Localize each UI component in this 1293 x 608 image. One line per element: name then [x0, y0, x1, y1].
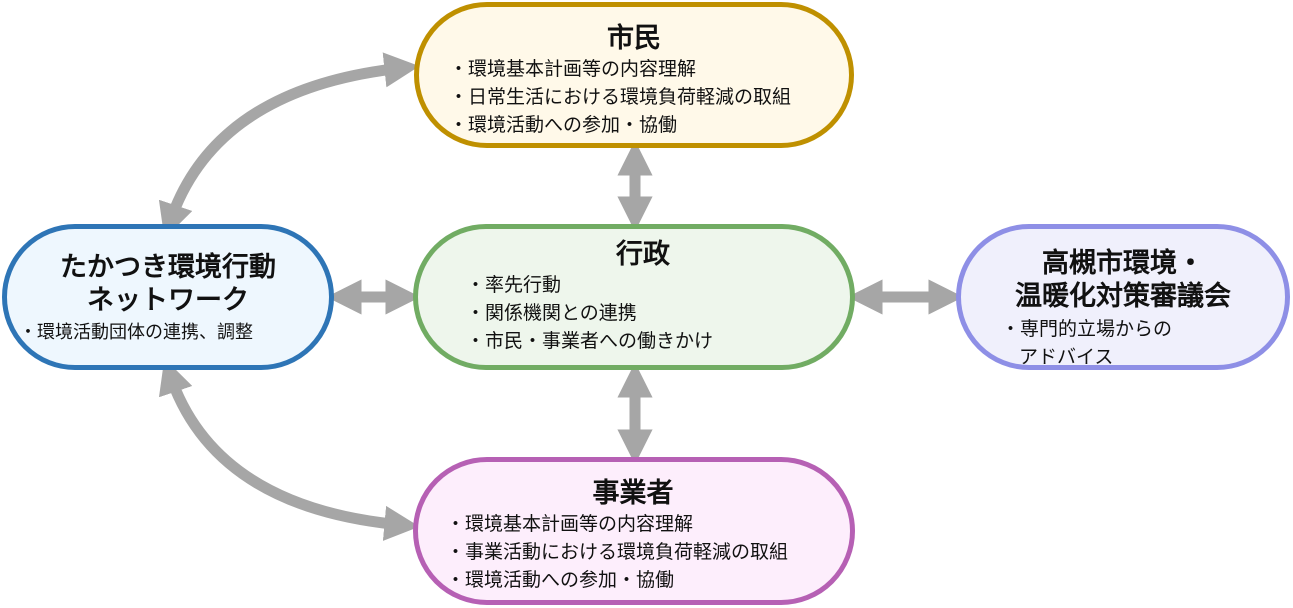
node-item: アドバイス — [1019, 346, 1114, 368]
node-network: たかつき環境行動 ネットワーク ・環境活動団体の連携、調整 — [2, 224, 334, 370]
node-item-list: ・環境基本計画等の内容理解 ・事業活動における環境負荷軽減の取組 ・環境活動への… — [446, 510, 850, 594]
node-item: ・専門的立場からの — [1001, 318, 1173, 340]
node-item: ・環境基本計画等の内容理解 — [449, 58, 697, 80]
node-title: たかつき環境行動 ネットワーク — [60, 252, 276, 316]
node-title: 高槻市環境・ 温暖化対策審議会 — [1015, 248, 1231, 312]
node-title: 事業者 — [592, 478, 674, 509]
node-item-list: ・専門的立場からの アドバイス — [1001, 315, 1285, 371]
node-item: ・率先行動 — [466, 274, 562, 296]
node-jigyosha: 事業者 ・環境基本計画等の内容理解 ・事業活動における環境負荷軽減の取組 ・環境… — [413, 457, 855, 605]
node-item: ・環境基本計画等の内容理解 — [446, 513, 694, 535]
node-title: 市民 — [607, 23, 661, 54]
node-item: ・事業活動における環境負荷軽減の取組 — [446, 541, 789, 563]
node-item: ・関係機関との連携 — [466, 302, 637, 324]
node-item-list: ・率先行動 ・関係機関との連携 ・市民・事業者への働きかけ — [466, 271, 850, 355]
node-item: ・環境活動への参加・協働 — [446, 569, 675, 591]
arrow-network-jigyosha — [158, 358, 420, 541]
node-item: ・日常生活における環境負荷軽減の取組 — [449, 86, 792, 108]
node-item: ・環境活動への参加・協働 — [449, 114, 678, 136]
node-item: ・市民・事業者への働きかけ — [466, 330, 714, 352]
node-gyosei: 行政 ・率先行動 ・関係機関との連携 ・市民・事業者への働きかけ — [413, 224, 855, 370]
node-item-list: ・環境基本計画等の内容理解 ・日常生活における環境負荷軽減の取組 ・環境活動への… — [449, 55, 849, 139]
node-item: ・環境活動団体の連携、調整 — [19, 322, 253, 343]
node-item-list: ・環境活動団体の連携、調整 — [19, 319, 329, 347]
node-shimin: 市民 ・環境基本計画等の内容理解 ・日常生活における環境負荷軽減の取組 ・環境活… — [414, 2, 854, 148]
node-title: 行政 — [616, 239, 670, 270]
node-shingikai: 高槻市環境・ 温暖化対策審議会 ・専門的立場からの アドバイス — [956, 224, 1290, 370]
arrow-network-shimin — [158, 52, 420, 239]
